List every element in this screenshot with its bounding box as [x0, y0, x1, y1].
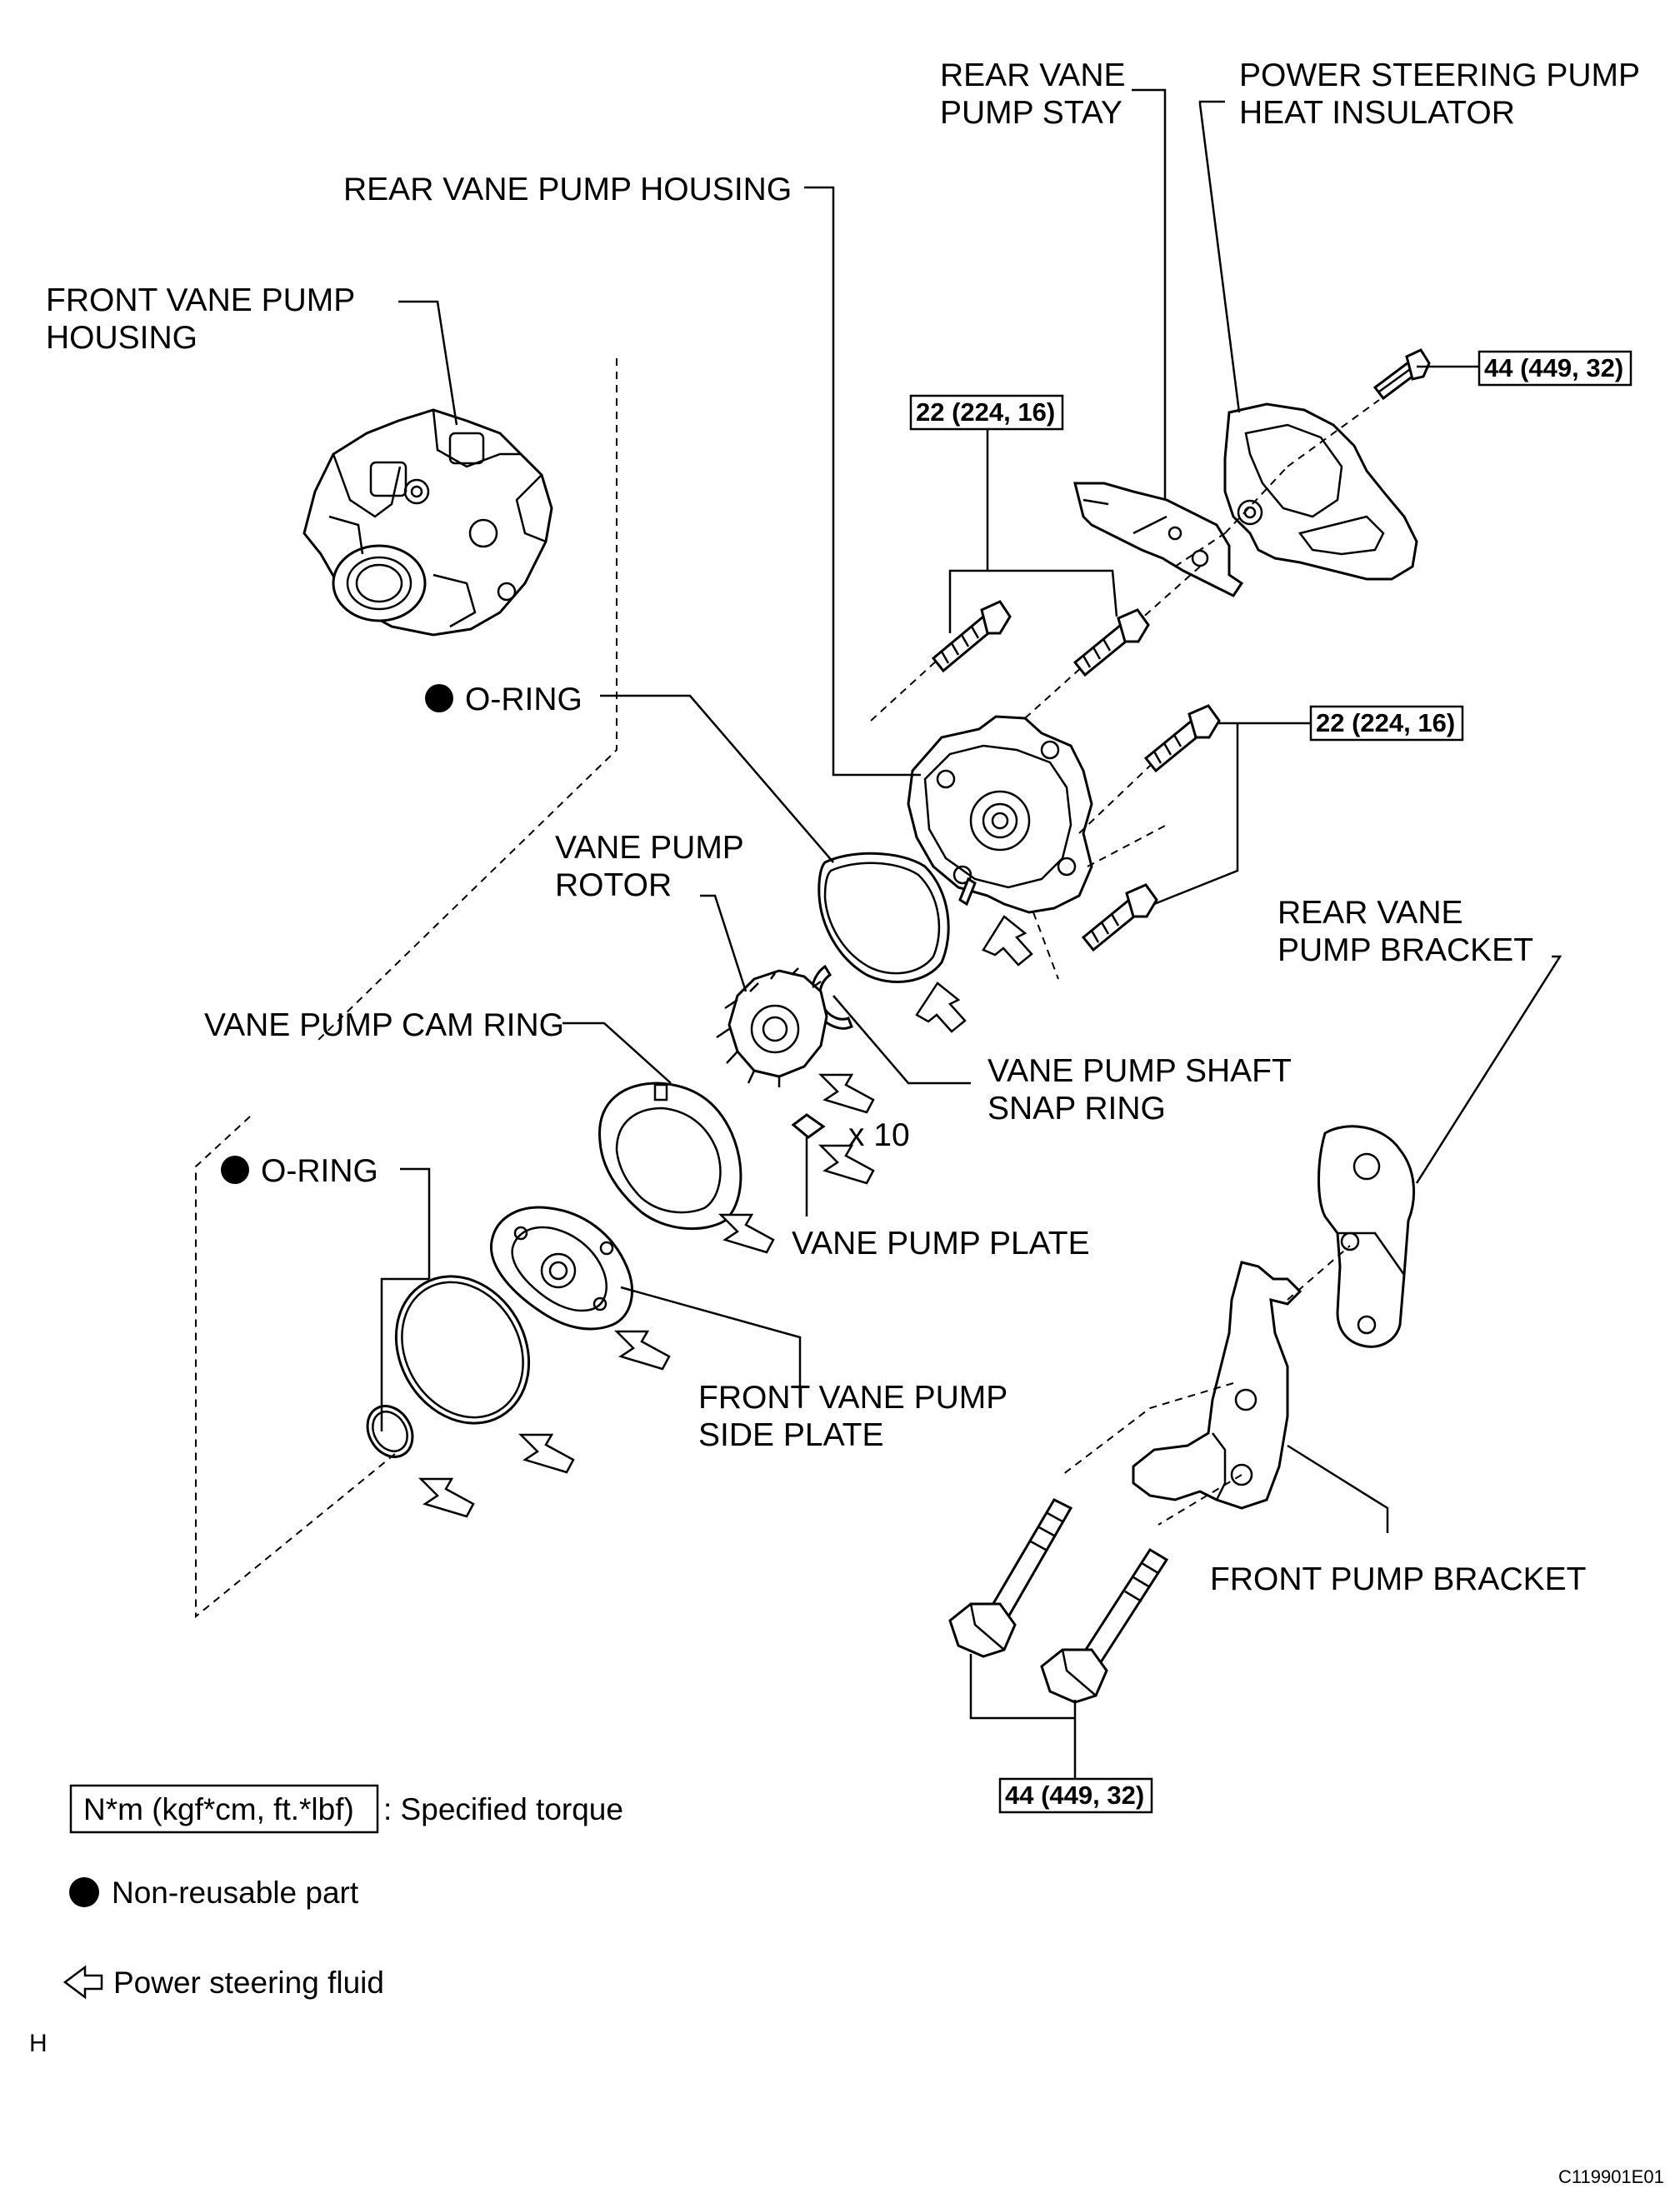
torque-value: 22 (224, 16)	[1316, 708, 1455, 737]
legend-non-reusable: Non-reusable part	[112, 1876, 359, 1910]
legend-torque-unit: N*m (kgf*cm, ft.*lbf)	[83, 1792, 354, 1826]
label-o-ring-lower: O-RING	[261, 1153, 378, 1189]
ps-pump-heat-insulator	[1223, 402, 1418, 581]
front-vane-pump-housing	[302, 408, 553, 637]
fluid-arrow-icon	[518, 1433, 575, 1474]
label-ps-pump-heat-insulator-line2: HEAT INSULATOR	[1239, 95, 1515, 131]
vane-pump-rotor	[716, 967, 828, 1087]
label-vane-pump-rotor-line2: ROTOR	[555, 867, 672, 903]
legend: N*m (kgf*cm, ft.*lbf) : Specified torque…	[62, 1784, 623, 2000]
page-marker: H	[29, 2030, 48, 2057]
label-rear-vane-pump-stay-line2: PUMP STAY	[940, 95, 1122, 131]
bolt-bracket-left	[948, 1498, 1073, 1658]
bolt-stay-left	[931, 600, 1012, 673]
front-pump-bracket	[1132, 1261, 1302, 1510]
fluid-arrows	[418, 915, 1033, 1518]
label-vane-pump-plate: VANE PUMP PLATE	[792, 1226, 1090, 1261]
label-front-vane-pump-housing-line1: FRONT VANE PUMP	[46, 282, 355, 318]
rear-vane-pump-stay	[1073, 482, 1244, 597]
fluid-arrow-icon	[915, 982, 967, 1033]
figure-code: C119901E01	[1558, 2166, 1664, 2187]
insulator-dashed-guide	[1224, 399, 1380, 534]
label-front-vane-pump-side-plate-line1: FRONT VANE PUMP	[698, 1380, 1008, 1416]
fluid-arrow-icon	[62, 1965, 103, 2000]
o-ring-large	[818, 852, 950, 983]
front-vane-pump-side-plate	[489, 1206, 633, 1331]
fluid-arrow-icon	[982, 915, 1033, 967]
label-rear-vane-pump-bracket-line1: REAR VANE	[1278, 895, 1463, 931]
fluid-arrow-icon	[418, 1477, 475, 1518]
bracket-dashed-guides	[1062, 1245, 1351, 1526]
vane-pump-cam-ring	[598, 1082, 742, 1231]
non-reusable-dot-icon	[221, 1156, 249, 1184]
legend-torque-box	[69, 1784, 379, 1834]
torque-value: 22 (224, 16)	[916, 397, 1055, 427]
bolt-housing-lower	[1081, 883, 1158, 952]
label-vane-pump-rotor-line1: VANE PUMP	[555, 830, 744, 866]
torque-box-stay-bolts: 22 (224, 16)	[909, 394, 1064, 431]
label-rear-vane-pump-housing: REAR VANE PUMP HOUSING	[343, 172, 792, 207]
fluid-arrow-icon	[818, 1144, 875, 1185]
fluid-arrow-icon	[818, 1073, 875, 1114]
label-front-vane-pump-side-plate-line2: SIDE PLATE	[698, 1417, 884, 1453]
label-front-vane-pump-housing-line2: HOUSING	[46, 320, 198, 356]
label-front-pump-bracket: FRONT PUMP BRACKET	[1210, 1561, 1586, 1597]
rear-vane-pump-bracket	[1318, 1125, 1416, 1348]
assembly-outline-lower	[195, 1116, 401, 1619]
label-rear-vane-pump-stay-line1: REAR VANE	[940, 57, 1126, 93]
bolt-housing-upper	[1143, 704, 1221, 773]
leader-lines	[380, 88, 1562, 1779]
legend-fluid: Power steering fluid	[113, 1966, 384, 2000]
bolt-insulator	[1372, 348, 1431, 401]
torque-box-housing-bolts: 22 (224, 16)	[1309, 705, 1464, 742]
torque-value: 44 (449, 32)	[1484, 353, 1623, 382]
label-vane-pump-shaft-snap-ring-line2: SNAP RING	[988, 1091, 1166, 1126]
o-ring-small	[366, 1405, 414, 1458]
torque-box-insulator-bolt: 44 (449, 32)	[1478, 350, 1632, 387]
rear-vane-pump-housing	[907, 715, 1093, 914]
torque-value: 44 (449, 32)	[1005, 1781, 1144, 1810]
fluid-arrow-icon	[613, 1330, 671, 1371]
label-vane-pump-shaft-snap-ring-line1: VANE PUMP SHAFT	[988, 1053, 1292, 1089]
non-reusable-dot-icon	[425, 684, 453, 712]
non-reusable-dot-icon	[69, 1877, 99, 1907]
label-rear-vane-pump-bracket-line2: PUMP BRACKET	[1278, 932, 1533, 968]
bolt-bracket-right	[1040, 1547, 1169, 1704]
assembly-outline-upper	[316, 358, 618, 1042]
label-quantity: x 10	[848, 1117, 910, 1153]
label-vane-pump-cam-ring: VANE PUMP CAM RING	[204, 1007, 564, 1043]
legend-torque-desc: : Specified torque	[383, 1792, 623, 1826]
bolt-stay-right	[1072, 608, 1150, 677]
vane-pump-plate	[791, 1113, 826, 1139]
torque-box-bracket-bolts: 44 (449, 32)	[998, 1777, 1153, 1814]
label-o-ring-upper: O-RING	[465, 682, 582, 717]
label-ps-pump-heat-insulator-line1: POWER STEERING PUMP	[1239, 57, 1640, 93]
fluid-arrow-icon	[718, 1213, 775, 1254]
o-ring-medium	[394, 1275, 531, 1425]
